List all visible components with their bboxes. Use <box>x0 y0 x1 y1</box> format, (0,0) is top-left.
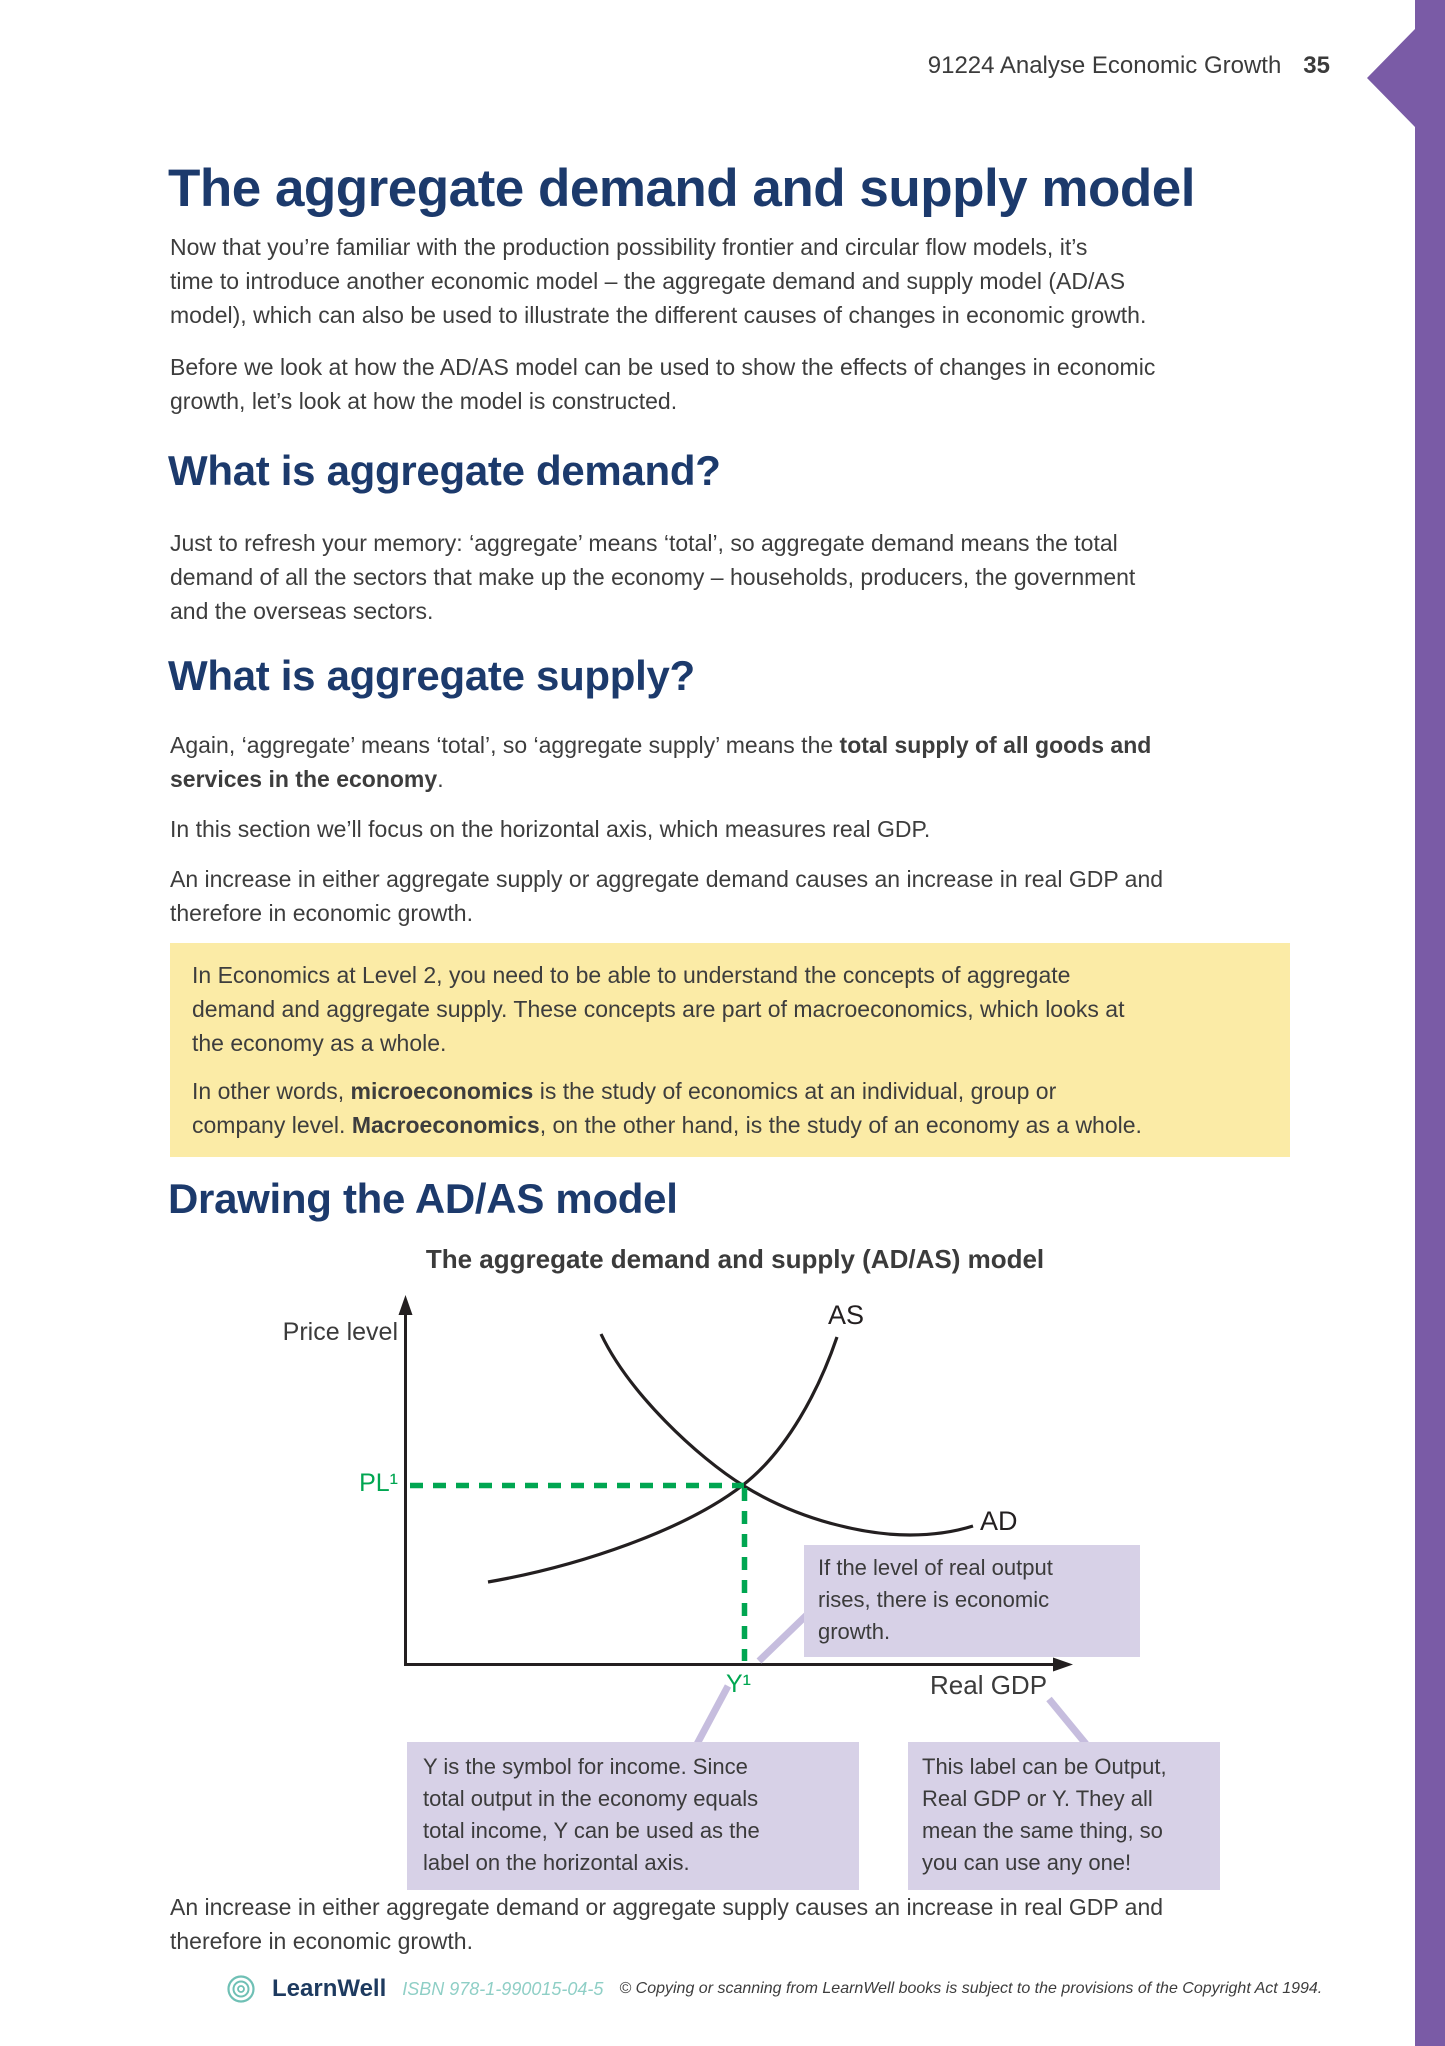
figure-title: The aggregate demand and supply (AD/AS) … <box>425 1244 1045 1274</box>
intro-paragraph-1: Now that you’re familiar with the produc… <box>170 234 1147 328</box>
aggregate-supply-paragraph: Again, ‘aggregate’ means ‘total’, so ‘ag… <box>170 732 1152 792</box>
as-curve-label: AS <box>828 1300 865 1330</box>
running-header: 91224 Analyse Economic Growth 35 <box>0 52 1330 80</box>
increase-paragraph: An increase in either aggregate supply o… <box>170 866 1164 926</box>
label-callout-pointer <box>1046 1696 1089 1747</box>
ad-curve <box>599 1333 974 1537</box>
adas-figure: The aggregate demand and supply (AD/AS) … <box>260 1240 1220 1952</box>
ad-curve-label: AD <box>980 1506 1018 1536</box>
side-tab-bar <box>1415 0 1445 2046</box>
note-paragraph-2: In other words, microeconomics is the st… <box>192 1078 1142 1138</box>
copyright-text: © Copying or scanning from LearnWell boo… <box>619 1980 1323 1997</box>
level2-note-box: In Economics at Level 2, you need to be … <box>170 943 1290 1157</box>
section-heading-drawing-model: Drawing the AD/AS model <box>168 1175 678 1222</box>
page-number: 35 <box>1303 52 1330 79</box>
x-axis-arrow-icon <box>1053 1657 1073 1672</box>
learnwell-logo-icon <box>227 1975 255 2003</box>
x-axis-label: Real GDP <box>930 1670 1048 1700</box>
as-curve <box>487 1336 839 1584</box>
price-level-marker: PL¹ <box>359 1469 398 1497</box>
closing-paragraph: An increase in either aggregate demand o… <box>170 1894 1164 1954</box>
aggregate-demand-paragraph: Just to refresh your memory: ‘aggregate’… <box>170 530 1136 624</box>
label-callout-box: This label can be Output,Real GDP or Y. … <box>908 1742 1220 1890</box>
note-paragraph-1: In Economics at Level 2, you need to be … <box>192 962 1125 1056</box>
brand-name: LearnWell <box>272 1975 387 2002</box>
section-heading-aggregate-demand: What is aggregate demand? <box>168 447 721 494</box>
income-callout-pointer <box>693 1684 732 1746</box>
page-title: The aggregate demand and supply model <box>168 159 1195 218</box>
y-axis-label: Price level <box>282 1318 398 1346</box>
horizontal-axis-paragraph: In this section we’ll focus on the horiz… <box>170 816 931 842</box>
page-footer: LearnWell ISBN 978-1-990015-04-5 © Copyi… <box>226 1974 1322 2004</box>
isbn-text: ISBN 978-1-990015-04-5 <box>402 1978 604 1999</box>
y-axis-arrow-icon <box>398 1295 413 1315</box>
header-course-title: 91224 Analyse Economic Growth <box>927 52 1282 79</box>
intro-paragraph-2: Before we look at how the AD/AS model ca… <box>170 354 1156 414</box>
output-marker: Y¹ <box>726 1670 751 1698</box>
adas-diagram <box>398 1295 1089 1747</box>
side-tab-arrow-icon <box>1367 29 1415 127</box>
section-heading-aggregate-supply: What is aggregate supply? <box>168 652 695 699</box>
